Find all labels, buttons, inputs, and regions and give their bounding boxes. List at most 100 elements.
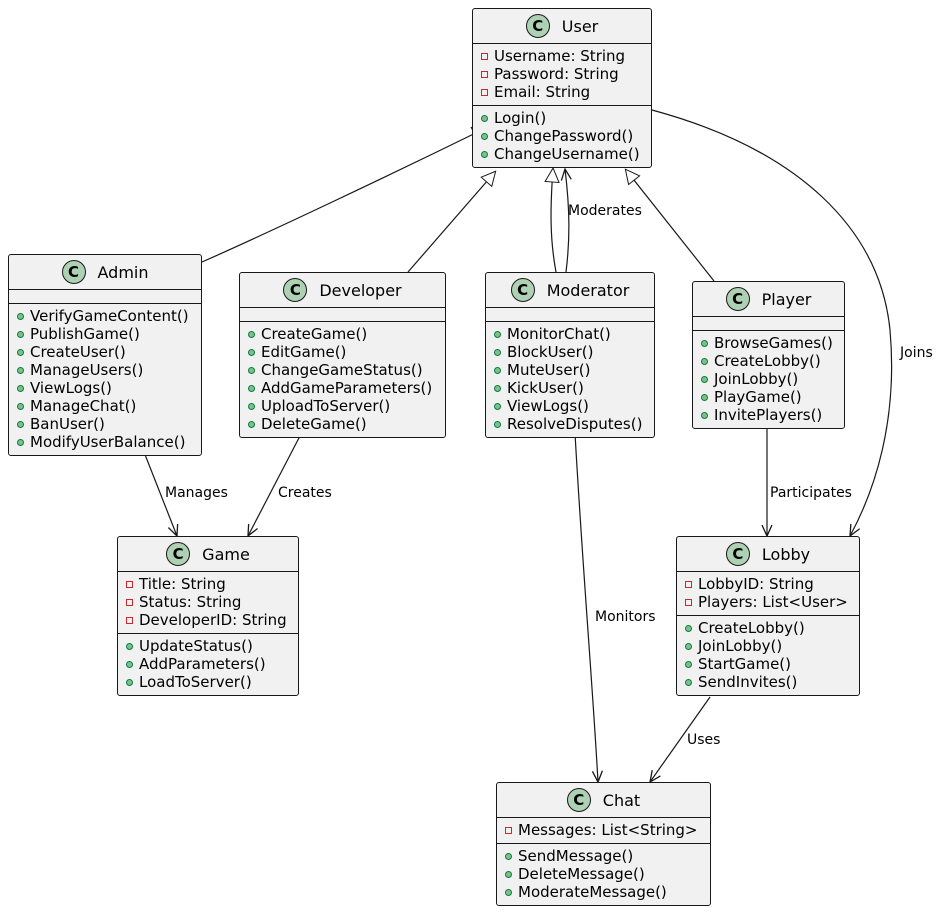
public-visibility-icon — [126, 642, 133, 650]
edge-player-inherits-user — [626, 170, 715, 282]
attribute: Username: String — [473, 47, 651, 65]
class-c-icon: C — [725, 287, 750, 311]
method: LoadToServer() — [118, 673, 298, 691]
class-chat: C Chat Messages: List<String> SendMessag… — [496, 782, 711, 906]
attribute: Messages: List<String> — [497, 821, 710, 839]
public-visibility-icon — [701, 411, 708, 419]
method: KickUser() — [486, 379, 654, 397]
label-manages: Manages — [165, 485, 228, 501]
edge-admin-manages-game — [143, 451, 179, 538]
public-visibility-icon — [17, 438, 24, 446]
public-visibility-icon — [494, 330, 501, 338]
method: ModerateMessage() — [497, 883, 710, 901]
label-uses: Uses — [687, 732, 721, 748]
class-header: C Player — [693, 282, 844, 317]
method: CreateUser() — [9, 343, 201, 361]
method: BrowseGames() — [693, 334, 844, 352]
public-visibility-icon — [248, 366, 255, 374]
private-visibility-icon — [481, 52, 488, 60]
attributes-section — [9, 290, 201, 303]
method: MuteUser() — [486, 361, 654, 379]
public-visibility-icon — [481, 114, 488, 122]
method: InvitePlayers() — [693, 406, 844, 424]
attributes-section: Title: String Status: String DeveloperID… — [118, 572, 298, 633]
class-name: Chat — [602, 790, 641, 810]
method: StartGame() — [677, 655, 859, 673]
method: DeleteGame() — [240, 415, 445, 433]
public-visibility-icon — [481, 150, 488, 158]
method: UpdateStatus() — [118, 637, 298, 655]
attributes-section: Messages: List<String> — [497, 818, 710, 843]
method: CreateGame() — [240, 325, 445, 343]
class-player: C Player BrowseGames() CreateLobby() Joi… — [692, 281, 845, 429]
method: CreateLobby() — [693, 352, 844, 370]
methods-section: CreateLobby() JoinLobby() StartGame() Se… — [677, 615, 859, 695]
edge-developer-creates-game — [247, 433, 302, 538]
attributes-section — [693, 317, 844, 330]
public-visibility-icon — [494, 366, 501, 374]
label-joins: Joins — [900, 345, 933, 361]
private-visibility-icon — [685, 580, 692, 588]
methods-section: VerifyGameContent() PublishGame() Create… — [9, 303, 201, 455]
label-moderates: Moderates — [568, 203, 642, 219]
class-header: C Developer — [240, 273, 445, 308]
edge-moderator-moderates-user — [560, 167, 572, 273]
edge-moderator-inherits-user — [551, 169, 556, 273]
public-visibility-icon — [17, 420, 24, 428]
class-header: C Chat — [497, 783, 710, 818]
class-user: C User Username: String Password: String… — [472, 8, 652, 168]
class-c-icon: C — [166, 542, 191, 566]
private-visibility-icon — [685, 598, 692, 606]
class-moderator: C Moderator MonitorChat() BlockUser() Mu… — [485, 272, 655, 438]
label-monitors: Monitors — [595, 609, 656, 625]
class-lobby: C Lobby LobbyID: String Players: List<Us… — [676, 536, 860, 696]
public-visibility-icon — [701, 393, 708, 401]
method: PlayGame() — [693, 388, 844, 406]
public-visibility-icon — [126, 678, 133, 686]
attribute: Title: String — [118, 575, 298, 593]
methods-section: CreateGame() EditGame() ChangeGameStatus… — [240, 321, 445, 437]
private-visibility-icon — [481, 88, 488, 96]
public-visibility-icon — [494, 420, 501, 428]
methods-section: Login() ChangePassword() ChangeUsername(… — [473, 105, 651, 167]
class-c-icon: C — [725, 542, 750, 566]
class-c-icon: C — [61, 260, 86, 284]
method: Login() — [473, 109, 651, 127]
public-visibility-icon — [17, 348, 24, 356]
attributes-section — [240, 308, 445, 321]
method: ChangeGameStatus() — [240, 361, 445, 379]
public-visibility-icon — [17, 330, 24, 338]
method: ManageUsers() — [9, 361, 201, 379]
attribute: Password: String — [473, 65, 651, 83]
method: EditGame() — [240, 343, 445, 361]
method: AddGameParameters() — [240, 379, 445, 397]
private-visibility-icon — [481, 70, 488, 78]
methods-section: BrowseGames() CreateLobby() JoinLobby() … — [693, 330, 844, 428]
class-name: Developer — [319, 280, 402, 300]
private-visibility-icon — [126, 580, 133, 588]
edge-lobby-uses-chat — [649, 696, 711, 784]
method: ViewLogs() — [486, 397, 654, 415]
method: DeleteMessage() — [497, 865, 710, 883]
private-visibility-icon — [126, 598, 133, 606]
method: JoinLobby() — [693, 370, 844, 388]
edge-user-joins-lobby — [651, 109, 893, 538]
method: AddParameters() — [118, 655, 298, 673]
public-visibility-icon — [17, 402, 24, 410]
class-developer: C Developer CreateGame() EditGame() Chan… — [239, 272, 446, 438]
public-visibility-icon — [505, 888, 512, 896]
class-header: C Admin — [9, 255, 201, 290]
public-visibility-icon — [17, 366, 24, 374]
method: PublishGame() — [9, 325, 201, 343]
class-name: Game — [202, 544, 250, 564]
public-visibility-icon — [494, 384, 501, 392]
method: ChangePassword() — [473, 127, 651, 145]
methods-section: UpdateStatus() AddParameters() LoadToSer… — [118, 633, 298, 695]
attributes-section — [486, 308, 654, 321]
attribute: LobbyID: String — [677, 575, 859, 593]
public-visibility-icon — [494, 402, 501, 410]
public-visibility-icon — [248, 330, 255, 338]
method: ChangeUsername() — [473, 145, 651, 163]
method: ResolveDisputes() — [486, 415, 654, 433]
